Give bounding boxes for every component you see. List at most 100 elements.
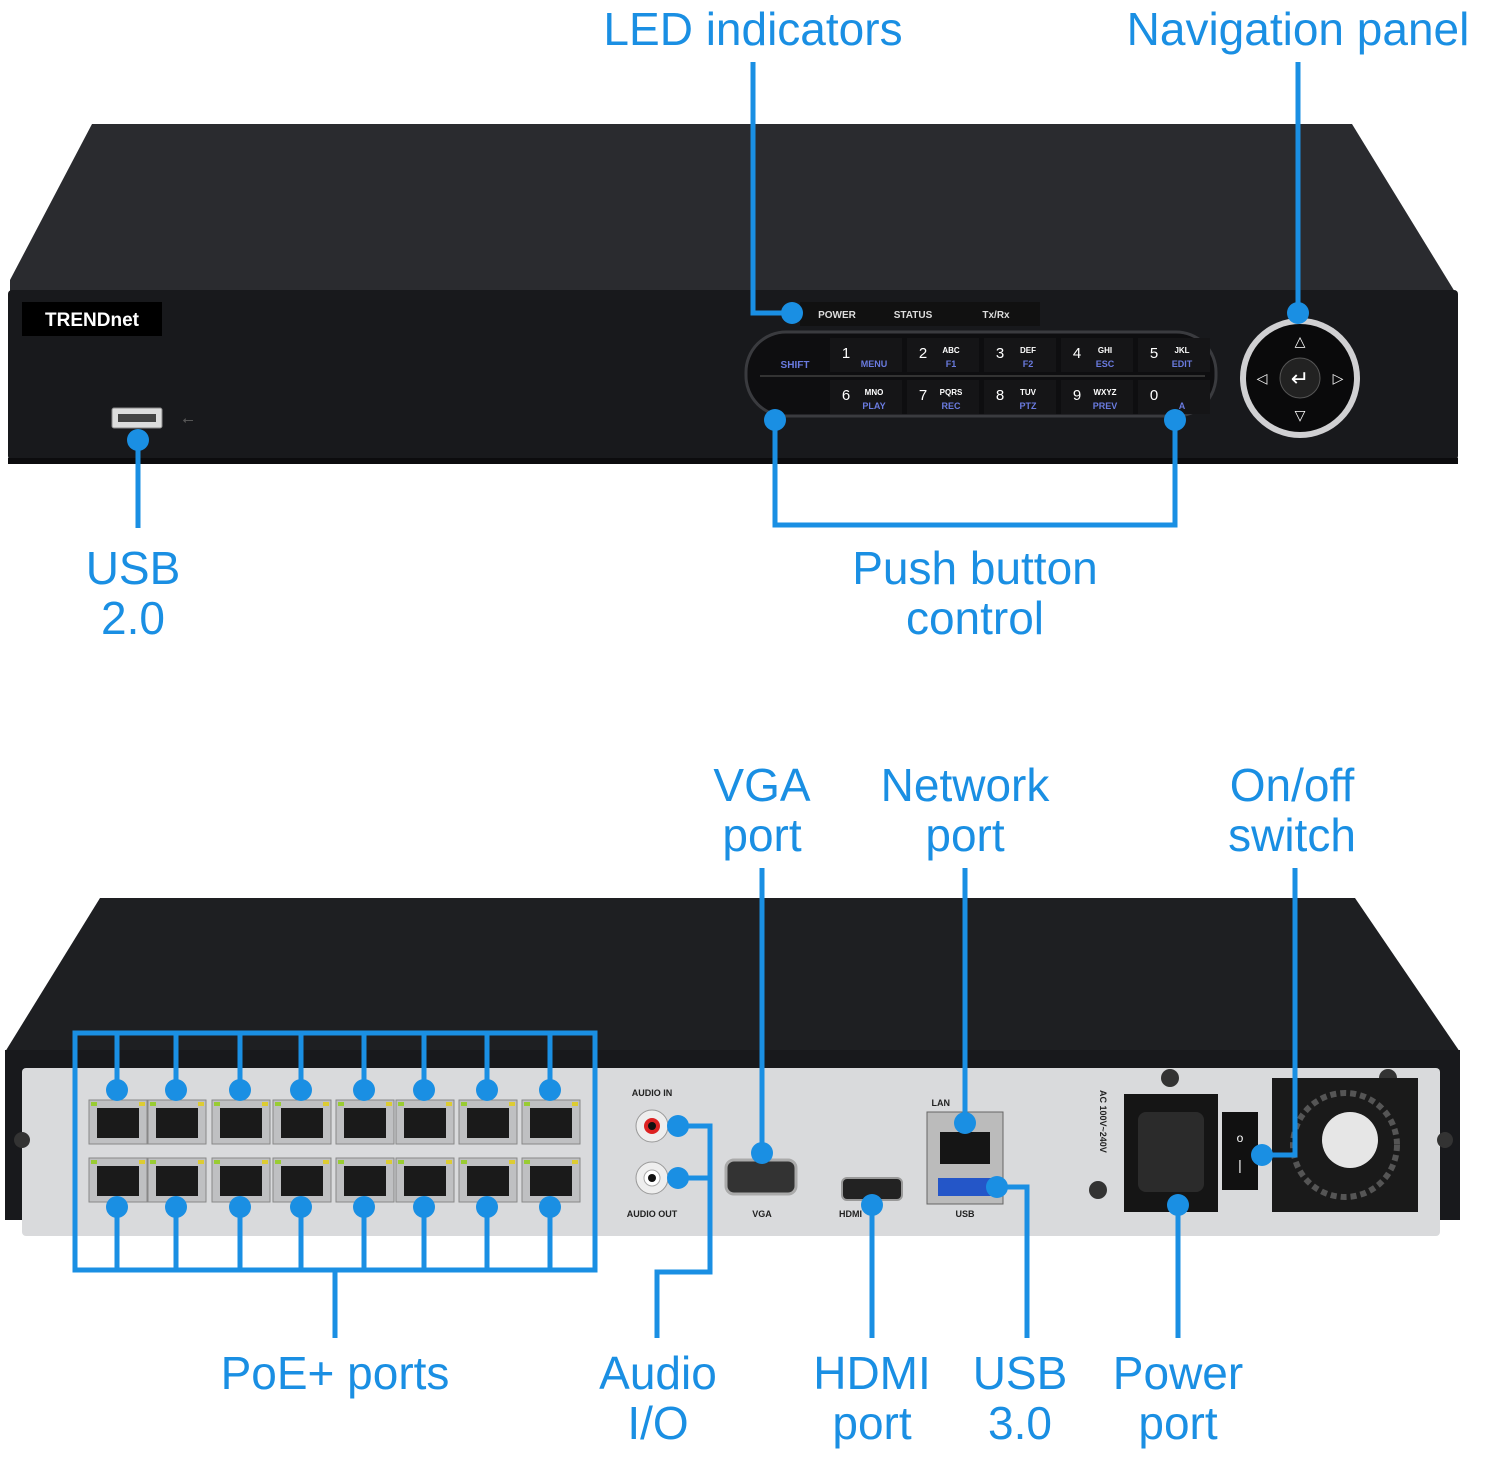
- key-number: 7: [919, 387, 927, 404]
- poe-port: [335, 1099, 395, 1145]
- key-number: 9: [1073, 387, 1081, 404]
- keypad-key-0[interactable]: 0A: [1138, 380, 1210, 414]
- ground-screw: [1089, 1181, 1107, 1199]
- front-top-cover: [10, 124, 1455, 292]
- arrow-up-icon[interactable]: △: [1295, 333, 1306, 349]
- arrow-left-icon[interactable]: ◁: [1257, 370, 1268, 386]
- key-function: PLAY: [862, 401, 885, 411]
- lan-port: [940, 1132, 990, 1164]
- key-function: MENU: [861, 359, 888, 369]
- enter-button[interactable]: [1279, 357, 1321, 399]
- key-letters: WXYZ: [1093, 388, 1116, 397]
- key-letters: GHI: [1098, 346, 1112, 355]
- poe-port: [211, 1099, 271, 1145]
- vga-port: [724, 1158, 798, 1196]
- keypad-key-3[interactable]: 3 DEF F2: [984, 338, 1056, 372]
- shift-key[interactable]: SHIFT: [781, 360, 810, 371]
- poe-port: [211, 1157, 271, 1203]
- usb3-port: [938, 1178, 992, 1196]
- led-power-label: POWER: [818, 310, 857, 321]
- poe-port: [458, 1157, 518, 1203]
- poe-port: [88, 1099, 148, 1145]
- usb-symbol-icon: ⭠: [182, 411, 193, 427]
- key-number: 4: [1073, 345, 1081, 362]
- vga-label: VGA: [752, 1209, 772, 1219]
- key-function: F1: [946, 359, 957, 369]
- key-number: 8: [996, 387, 1004, 404]
- front-unit: TRENDnet ⭠ POWER STATUS Tx/Rx SHIFT 1MEN…: [8, 124, 1458, 464]
- poe-port: [458, 1099, 518, 1145]
- hdmi-label: HDMI: [839, 1209, 862, 1219]
- key-number: 1: [842, 345, 850, 362]
- brand-logo-text: TRENDnet: [45, 310, 140, 331]
- back-unit: AUDIO IN AUDIO OUT VGA HDMI LAN USB AC 1…: [5, 898, 1460, 1236]
- keypad-key-4[interactable]: 4 GHI ESC: [1061, 338, 1133, 372]
- poe-port: [272, 1099, 332, 1145]
- poe-port: [147, 1157, 207, 1203]
- usb3-label: USB: [955, 1209, 975, 1219]
- keypad-key-6[interactable]: 6 MNO PLAY: [830, 380, 902, 414]
- audio-in-label: AUDIO IN: [632, 1088, 673, 1098]
- led-strip: [800, 302, 1040, 326]
- callout-dots: [106, 302, 1309, 1218]
- poe-port-group: [88, 1099, 581, 1203]
- callout-poe-ports: PoE+ ports: [220, 1347, 450, 1399]
- key-function: ESC: [1096, 359, 1115, 369]
- key-letters: ABC: [942, 346, 960, 355]
- svg-text:|: |: [1238, 1157, 1242, 1173]
- keypad-key-7[interactable]: 7 PQRS REC: [907, 380, 979, 414]
- lan-label: LAN: [932, 1098, 951, 1108]
- callout-lines: [72, 62, 1301, 1338]
- brand-logo: [22, 302, 162, 336]
- key-number: 5: [1150, 345, 1158, 362]
- key-letters: DEF: [1020, 346, 1036, 355]
- power-rating-label: AC 100V~240V: [1098, 1090, 1108, 1153]
- key-number: 0: [1150, 387, 1158, 404]
- key-letters: TUV: [1020, 388, 1037, 397]
- key-letters: MNO: [865, 388, 884, 397]
- keypad-key-5[interactable]: 5 JKL EDIT: [1138, 338, 1210, 372]
- key-number: 3: [996, 345, 1004, 362]
- poe-port: [147, 1099, 207, 1145]
- poe-port: [395, 1099, 455, 1145]
- key-function: REC: [941, 401, 961, 411]
- keypad-key-2[interactable]: 2 ABC F1: [907, 338, 979, 372]
- key-function: F2: [1023, 359, 1034, 369]
- callout-led-indicators: LED indicators: [603, 3, 903, 55]
- poe-port: [521, 1157, 581, 1203]
- key-number: 6: [842, 387, 850, 404]
- back-top-cover: [5, 898, 1460, 1052]
- key-letters: PQRS: [940, 388, 963, 397]
- poe-port: [395, 1157, 455, 1203]
- arrow-down-icon[interactable]: ▽: [1295, 407, 1306, 423]
- key-function: A: [1179, 401, 1186, 411]
- poe-port: [521, 1099, 581, 1145]
- enter-icon: ↵: [1291, 366, 1309, 391]
- key-function: PTZ: [1020, 401, 1038, 411]
- arrow-right-icon[interactable]: ▷: [1333, 370, 1344, 386]
- keypad-key-8[interactable]: 8 TUV PTZ: [984, 380, 1056, 414]
- key-function: EDIT: [1172, 359, 1193, 369]
- key-letters: JKL: [1174, 346, 1189, 355]
- key-number: 2: [919, 345, 927, 362]
- led-txrx-label: Tx/Rx: [982, 310, 1010, 321]
- callout-navigation-panel: Navigation panel: [1126, 3, 1470, 55]
- poe-port: [88, 1157, 148, 1203]
- key-function: PREV: [1093, 401, 1118, 411]
- svg-text:o: o: [1237, 1131, 1244, 1145]
- audio-out-label: AUDIO OUT: [627, 1209, 678, 1219]
- keypad-key-9[interactable]: 9 WXYZ PREV: [1061, 380, 1133, 414]
- poe-port: [335, 1157, 395, 1203]
- led-status-label: STATUS: [894, 310, 933, 321]
